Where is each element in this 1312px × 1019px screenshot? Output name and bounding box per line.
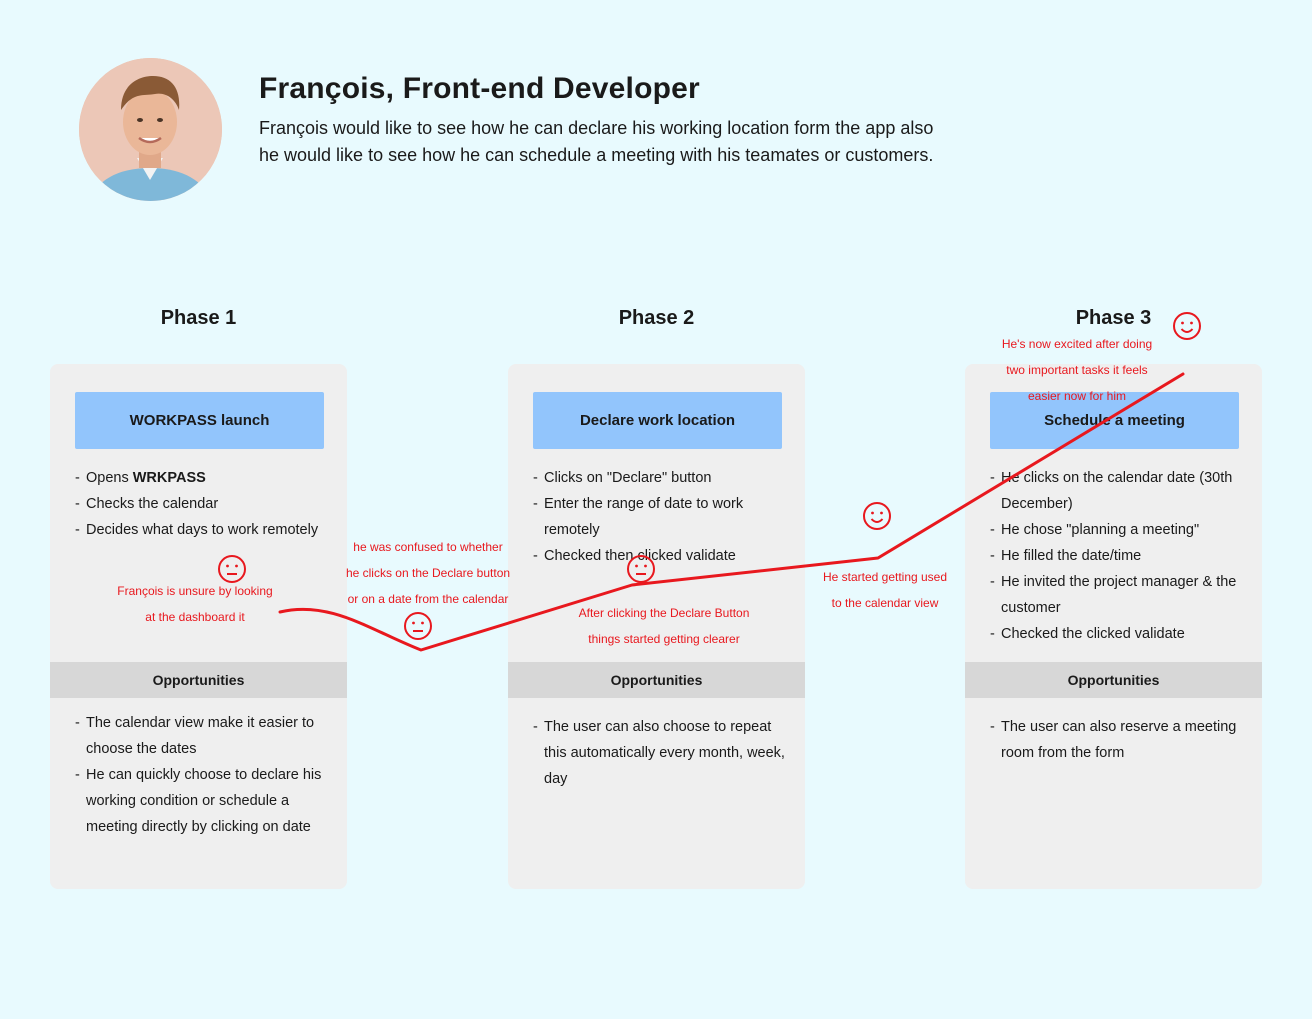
phase-3-steps: He clicks on the calendar date (30th Dec… bbox=[990, 465, 1252, 647]
opportunity-item: The user can also reserve a meeting room… bbox=[990, 714, 1252, 766]
phase-1-opportunities: The calendar view make it easier to choo… bbox=[75, 710, 337, 840]
step-item: Enter the range of date to work remotely bbox=[533, 491, 795, 543]
step-item: Checked the clicked validate bbox=[990, 621, 1252, 647]
phase-2-title: Phase 2 bbox=[618, 307, 695, 329]
phase-2-opportunities-label: Opportunities bbox=[508, 662, 805, 698]
step-item: Checks the calendar bbox=[75, 491, 337, 517]
phase-1-title: Phase 1 bbox=[160, 307, 237, 329]
opportunity-item: He can quickly choose to declare his wor… bbox=[75, 762, 337, 840]
phase-2-opportunities: The user can also choose to repeat this … bbox=[533, 714, 795, 792]
person-portrait-icon bbox=[79, 58, 222, 201]
step-item: He filled the date/time bbox=[990, 543, 1252, 569]
phase-2-card-title: Declare work location bbox=[533, 392, 782, 449]
step-item: He chose "planning a meeting" bbox=[990, 517, 1252, 543]
smile-face-icon bbox=[863, 502, 891, 530]
phase-3-card: Schedule a meeting He clicks on the cale… bbox=[965, 364, 1262, 889]
phase-2-steps: Clicks on "Declare" button Enter the ran… bbox=[533, 465, 795, 569]
phase-3-opportunities: The user can also reserve a meeting room… bbox=[990, 714, 1252, 766]
step-item: He invited the project manager & the cus… bbox=[990, 569, 1252, 621]
annotation-excited: He's now excited after doing two importa… bbox=[1001, 337, 1153, 403]
phase-1-card-title: WORKPASS launch bbox=[75, 392, 324, 449]
neutral-face-icon bbox=[404, 612, 432, 640]
persona-name: François, Front-end Developer bbox=[259, 72, 700, 105]
annotation-clearer: After clicking the Declare Button things… bbox=[578, 606, 750, 646]
phase-1-steps: Opens WRKPASS Checks the calendar Decide… bbox=[75, 465, 337, 543]
annotation-unsure: François is unsure by looking at the das… bbox=[117, 584, 273, 624]
step-item: He clicks on the calendar date (30th Dec… bbox=[990, 465, 1252, 517]
annotation-confused: he was confused to whether he clicks on … bbox=[345, 540, 511, 606]
step-item: Decides what days to work remotely bbox=[75, 517, 337, 543]
opportunity-item: The calendar view make it easier to choo… bbox=[75, 710, 337, 762]
step-item: Opens WRKPASS bbox=[75, 465, 337, 491]
phase-3-title: Phase 3 bbox=[1075, 307, 1152, 329]
phase-1-opportunities-label: Opportunities bbox=[50, 662, 347, 698]
step-item: Clicks on "Declare" button bbox=[533, 465, 795, 491]
annotation-used: He started getting used to the calendar … bbox=[822, 570, 948, 610]
persona-avatar bbox=[79, 58, 222, 201]
phase-3-opportunities-label: Opportunities bbox=[965, 662, 1262, 698]
persona-description: François would like to see how he can de… bbox=[259, 118, 934, 165]
step-item: Checked then clicked validate bbox=[533, 543, 795, 569]
opportunity-item: The user can also choose to repeat this … bbox=[533, 714, 795, 792]
